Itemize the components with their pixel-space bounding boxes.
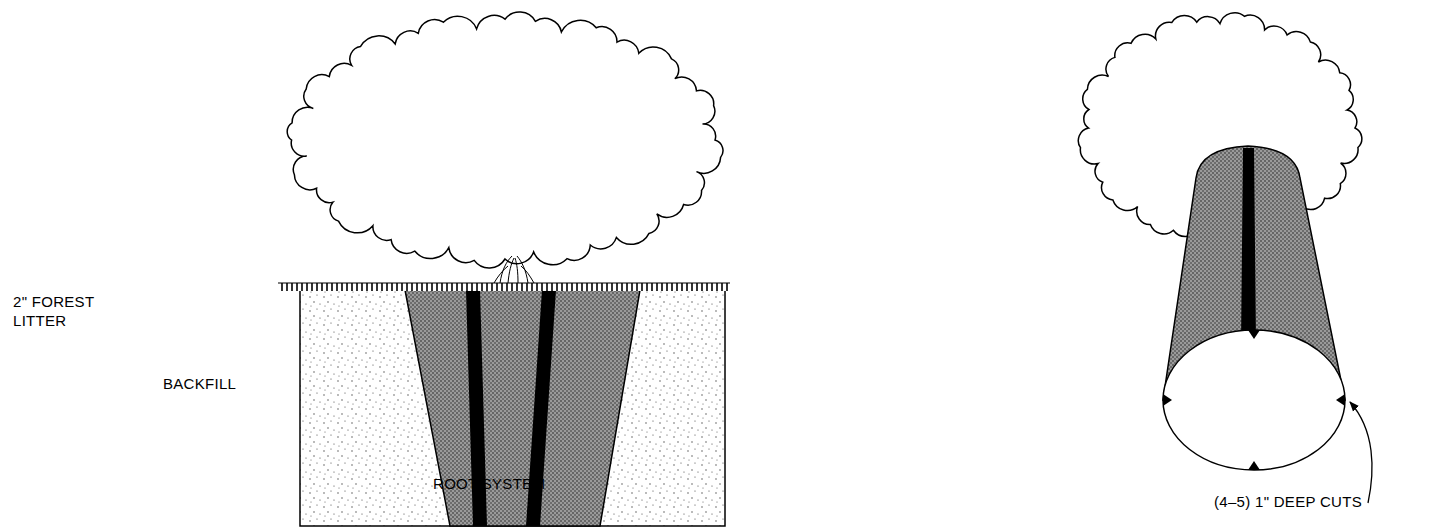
leader-line: [1350, 402, 1372, 503]
callout-label: (4–5) 1" DEEP CUTS: [1214, 492, 1362, 511]
layer-label: BACKFILL: [163, 374, 236, 393]
tree-canopy: [287, 12, 723, 268]
deep-cut-notch: [1163, 330, 1345, 470]
root-ball-stripe: [1241, 148, 1256, 352]
part-label: ROOT SYSTEM: [433, 474, 545, 493]
backfill-area: [300, 290, 725, 526]
trunk-base: [494, 256, 534, 283]
root-ball-bottom: [1163, 330, 1345, 470]
layer-label: 2" FOREST LITTER: [13, 292, 123, 330]
forest-litter: [278, 283, 730, 291]
root-ball: [405, 290, 640, 526]
